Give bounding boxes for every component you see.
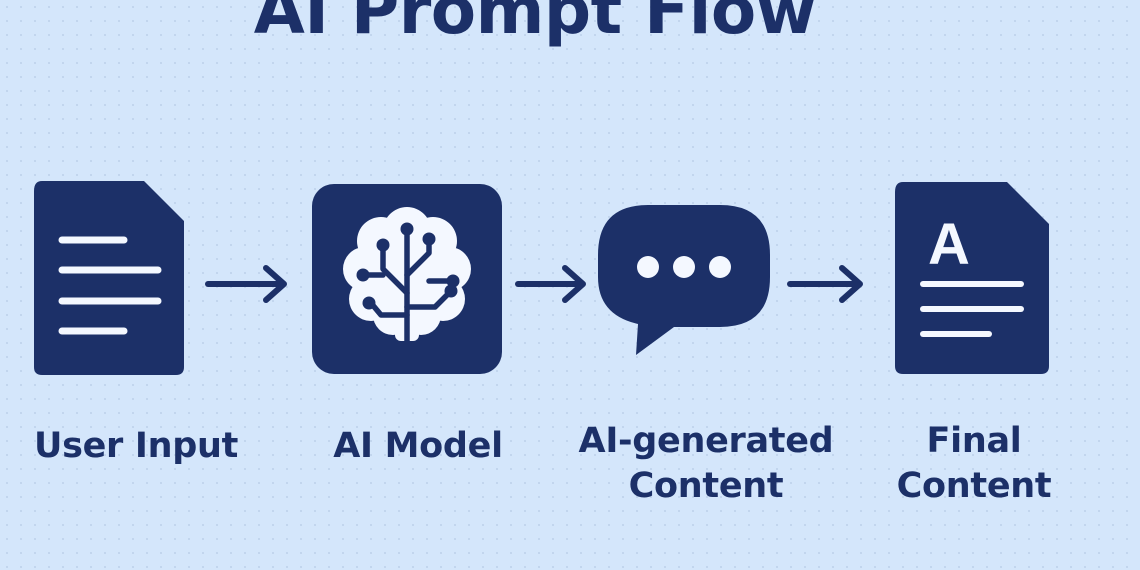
- step-label-line: Content: [628, 466, 784, 506]
- step-label-ai-generated-content: AI-generated Content: [556, 419, 856, 509]
- page-title: AI Prompt Flow: [253, 0, 817, 49]
- arrow-right-icon: [515, 265, 586, 303]
- letter-document-icon: A: [895, 182, 1049, 374]
- brain-circuit-icon: [312, 184, 502, 374]
- final-document-letter: A: [928, 212, 970, 277]
- step-label-ai-model: AI Model: [290, 424, 546, 469]
- step-label-line: AI Model: [333, 426, 503, 466]
- arrow-right-icon: [787, 265, 863, 303]
- step-label-line: Final: [926, 421, 1022, 461]
- chat-bubble-icon: [598, 205, 770, 355]
- step-label-user-input: User Input: [8, 424, 264, 469]
- step-label-final-content: Final Content: [844, 419, 1104, 509]
- step-label-line: User Input: [33, 426, 239, 466]
- step-label-line: Content: [896, 466, 1052, 506]
- document-icon: [34, 181, 184, 375]
- step-label-line: AI-generated: [578, 421, 834, 461]
- arrow-right-icon: [205, 265, 287, 303]
